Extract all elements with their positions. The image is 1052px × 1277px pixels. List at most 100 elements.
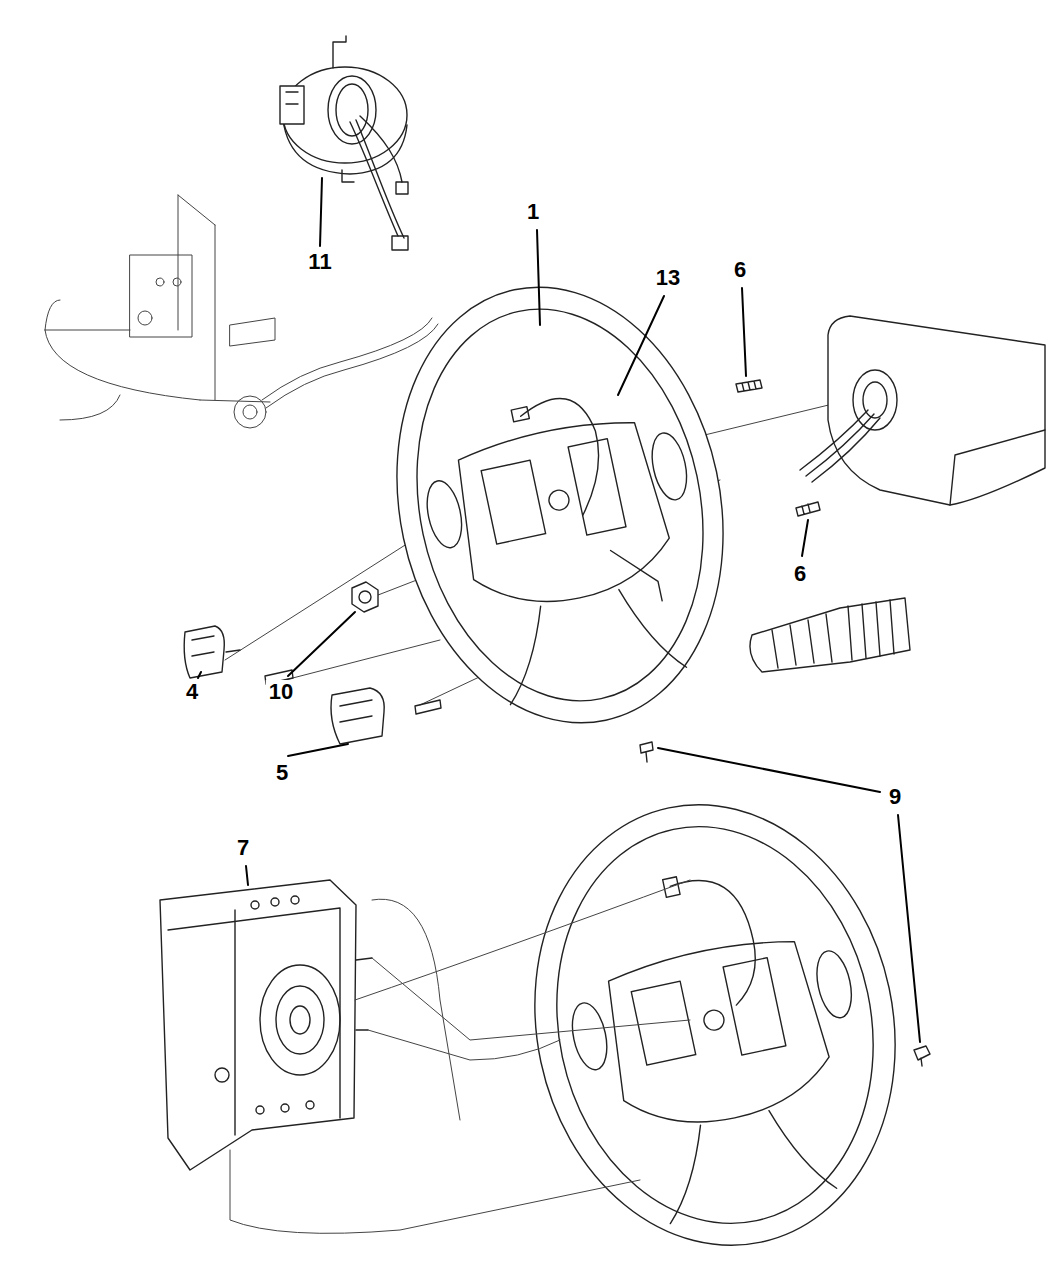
airbag-module (356, 958, 372, 1030)
column-bracket (156, 278, 164, 286)
clockspring (342, 170, 354, 182)
speed-control-switch (184, 626, 224, 678)
steering-wheel (568, 439, 626, 535)
leader-line (537, 230, 540, 325)
steering-wheel (495, 771, 936, 1277)
column-cover (800, 410, 880, 482)
steering-wheel (481, 460, 546, 544)
steering-wheel (567, 1000, 612, 1073)
airbag-module (234, 910, 235, 1135)
clockspring (286, 92, 298, 104)
steering-wheel (358, 257, 762, 754)
column-bracket (60, 395, 270, 420)
airbag-module (160, 880, 372, 1170)
steering-wheel (521, 797, 909, 1253)
callout-number: 10 (266, 680, 296, 704)
callout-number: 6 (791, 562, 809, 586)
column-bracket (138, 311, 152, 325)
leader-line (618, 296, 664, 395)
steering-wheel (611, 542, 663, 609)
steering-wheel (382, 282, 738, 728)
steering-wheel (631, 981, 696, 1065)
column-cover (863, 382, 887, 418)
callout-number: 5 (273, 761, 291, 785)
leader-line (288, 744, 348, 756)
callout-number: 7 (234, 836, 252, 860)
steering-wheel (495, 771, 936, 1277)
steering-wheel (547, 488, 571, 512)
screw (736, 380, 820, 516)
assembly-guide-lines (372, 958, 690, 1040)
steering-wheel (492, 579, 687, 704)
callout-number: 9 (886, 785, 904, 809)
steering-wheel (422, 478, 467, 551)
leader-line (742, 288, 746, 376)
hex-nut (352, 582, 378, 612)
column-bracket (173, 278, 181, 286)
callout-number: 4 (183, 680, 201, 704)
leader-line (288, 612, 355, 676)
assembly-guide-lines (372, 899, 460, 1120)
bolt (640, 742, 653, 762)
hex-nut (352, 582, 378, 612)
callout-number: 11 (305, 250, 334, 274)
steering-wheel (358, 257, 762, 754)
leader-line (246, 866, 248, 885)
steering-shaft (848, 600, 894, 660)
bolt (914, 1046, 930, 1066)
screw (796, 502, 820, 516)
steering-wheel (519, 392, 613, 524)
column-bracket (45, 195, 438, 428)
steering-wheel (670, 871, 766, 1014)
steering-wheel (811, 948, 856, 1021)
steering-wheel (652, 1100, 837, 1223)
column-bracket (178, 195, 215, 400)
steering-wheel (447, 411, 678, 619)
airbag-module (306, 1101, 314, 1109)
speed-control-switch (415, 700, 441, 714)
bolt (640, 742, 653, 762)
speed-control-switch (184, 626, 293, 684)
leader-line (802, 520, 808, 556)
column-bracket (243, 405, 257, 419)
clockspring (336, 84, 368, 136)
column-bracket (45, 300, 200, 400)
airbag-module (256, 1106, 264, 1114)
bolt (914, 1046, 930, 1066)
clockspring (350, 122, 398, 236)
clockspring (333, 36, 346, 68)
airbag-module (290, 1006, 310, 1034)
airbag-module (168, 908, 340, 1118)
steering-shaft (772, 614, 832, 668)
airbag-module (251, 901, 259, 909)
airbag-module (291, 896, 299, 904)
steering-wheel (597, 930, 838, 1140)
column-cover (950, 430, 1045, 505)
assembly-guide-lines (230, 880, 690, 1233)
assembly-guide-lines (230, 1150, 640, 1233)
clockspring (280, 36, 408, 250)
steering-wheel (702, 1008, 726, 1032)
speed-control-switch (340, 700, 372, 722)
column-bracket (130, 255, 192, 337)
clockspring (360, 116, 402, 182)
airbag-module (276, 986, 324, 1054)
speed-control-switch (226, 650, 240, 652)
clockspring (328, 76, 376, 144)
leader-line (198, 672, 201, 678)
steering-wheel (511, 407, 529, 422)
leader-line (198, 178, 920, 1042)
airbag-module (271, 898, 279, 906)
assembly-guide-lines (355, 880, 690, 1000)
speed-control-switch (331, 688, 384, 744)
column-cover (853, 370, 897, 430)
leader-line (898, 815, 920, 1042)
callout-number: 6 (731, 258, 749, 282)
airbag-module (281, 1104, 289, 1112)
clockspring (396, 182, 408, 194)
hex-nut (359, 591, 371, 603)
steering-shaft (750, 598, 910, 672)
column-bracket (230, 318, 275, 346)
